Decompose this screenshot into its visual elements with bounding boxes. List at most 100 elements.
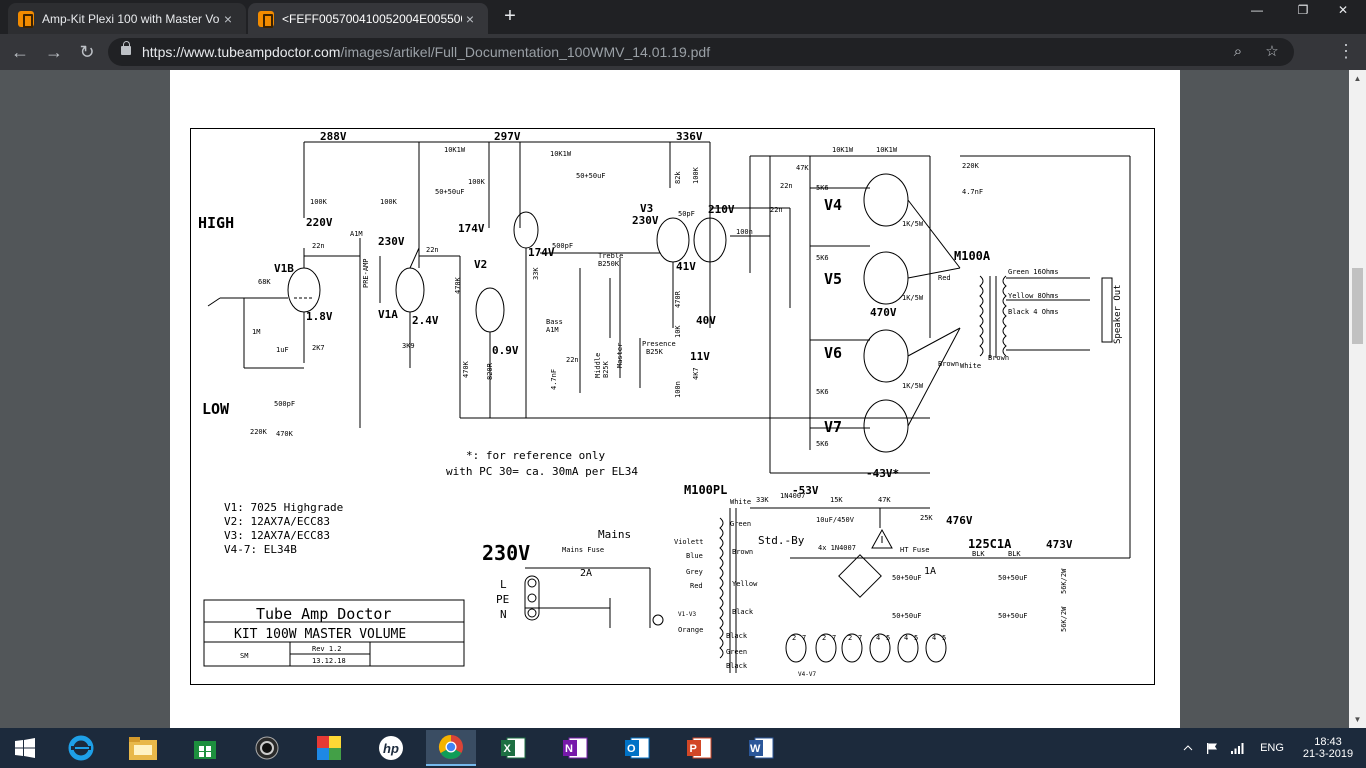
tube-list-v4-7: V4-7: EL34B [224,543,297,556]
scrollbar-thumb[interactable] [1352,268,1363,344]
taskbar-chrome[interactable] [426,730,476,766]
label-220v: 220V [306,216,333,229]
amp-schematic: 288V 297V 336V 220V 230V 174V 174V 230V … [190,128,1155,685]
label-297v: 297V [494,130,521,143]
network-bars-icon [1231,743,1244,754]
new-tab-button[interactable]: + [504,5,516,27]
scroll-up-icon[interactable]: ▲ [1353,74,1362,83]
r-5k6-d: 5K6 [816,440,829,448]
svg-text:hp: hp [383,741,399,756]
c-100n-a: 100n [674,381,682,398]
taskbar-powerpoint[interactable]: P [674,730,724,766]
svg-text:P: P [690,743,697,755]
taskbar-paint-app[interactable] [304,730,354,766]
c-1uf: 1uF [276,346,289,354]
pot-a1m: A1M [350,230,363,238]
signal-icon[interactable] [1226,728,1248,768]
back-button[interactable]: ← [11,42,29,62]
close-window-button[interactable]: ✕ [1337,3,1349,17]
wire-red: Red [690,582,703,590]
taskbar-excel[interactable]: X [488,730,538,766]
pdf-viewer: 288V 297V 336V 220V 230V 174V 174V 230V … [0,70,1366,728]
windows-logo-icon [15,738,35,758]
reload-button[interactable]: ↻ [79,42,95,62]
r-2k7: 2K7 [312,344,325,352]
label-v1b: V1B [274,262,294,275]
label-bass-a1m: A1M [546,326,559,334]
label-treble: Treble [598,252,623,260]
clock-time: 18:43 [1314,736,1342,748]
label-pre-amp: PRE-AMP [362,258,370,288]
wire-brown-sec: Brown [988,354,1009,362]
url-text[interactable]: https://www.tubeampdoctor.com/images/art… [142,44,711,60]
label-210v: 210V [708,203,735,216]
taskbar-store[interactable] [180,730,230,766]
clock[interactable]: 18:43 21-3-2019 [1296,728,1360,768]
taskbar-internet-explorer[interactable] [56,730,106,766]
pdf-page: 288V 297V 336V 220V 230V 174V 174V 230V … [170,70,1180,728]
label-11v: 11V [690,350,710,363]
powerpoint-icon: P [687,737,712,759]
action-center-flag-icon[interactable] [1202,728,1222,768]
c-50-50uf-f: 50+50uF [892,612,922,620]
wire-black-heater-b: Black [726,662,748,670]
c-22n-tone: 22n [566,356,579,364]
r-820r: 820R [486,362,494,380]
wire-white-pt: White [730,498,751,506]
label-master: Master [616,343,624,368]
svg-text:X: X [504,743,512,755]
scroll-down-icon[interactable]: ▼ [1353,715,1362,724]
c-50-50uf-e: 50+50uF [892,574,922,582]
r-100k-c: 100K [468,178,486,186]
wire-red-ot: Red [938,274,951,282]
tab-close-icon[interactable]: × [223,10,233,27]
r-10k1w-c: 10K1W [832,146,854,154]
wire-green-heater: Green [726,648,747,656]
r-33k: 33K [532,267,540,280]
tube-list-v2: V2: 12AX7A/ECC83 [224,515,330,528]
address-bar[interactable]: https://www.tubeampdoctor.com/images/art… [108,38,1294,66]
taskbar-webcam-app[interactable] [242,730,292,766]
r-1k5w-a: 1K/5W [902,220,924,228]
label-v5: V5 [824,270,842,288]
tab-pdf[interactable]: <FEFF005700410052004E0055005 × [248,3,488,34]
taskbar-word[interactable]: W [736,730,786,766]
taskbar-hp-app[interactable]: hp [366,730,416,766]
taskbar-file-explorer[interactable] [118,730,168,766]
pdf-scrollbar[interactable]: ▲ ▼ [1349,70,1366,728]
zoom-icon[interactable]: ⌕ [1233,43,1243,60]
tab-close-icon[interactable]: × [465,10,475,27]
r-5k6-c: 5K6 [816,388,829,396]
store-icon [194,741,216,759]
r-220k-low: 220K [250,428,268,436]
taskbar-onenote[interactable]: N [550,730,600,766]
label-m100pl: M100PL [684,483,727,497]
label-mains: Mains [598,528,631,541]
c-50-50uf-d: 50+50uF [998,612,1028,620]
browser-menu-button[interactable]: ⋮ [1337,41,1355,61]
language-indicator[interactable]: ENG [1260,742,1284,754]
label-presence: Presence [642,340,676,348]
r-10k1w-a: 10K1W [444,146,466,154]
c-50-50uf-a: 50+50uF [435,188,465,196]
tray-chevron-icon[interactable] [1180,728,1196,768]
label-174v: 174V [458,222,485,235]
wire-green-pt: Green [730,520,751,528]
c-500pf-low: 500pF [274,400,295,408]
forward-button[interactable]: → [45,42,63,62]
minimize-button[interactable]: — [1251,3,1263,17]
start-button[interactable] [0,730,50,766]
wire-black-pt: Black [732,608,754,616]
label-minus-53v: -53V [792,484,819,497]
bookmark-star-icon[interactable]: ☆ [1265,43,1279,60]
restore-button[interactable]: ❐ [1297,3,1309,17]
taskbar-outlook[interactable]: O [612,730,662,766]
svg-text:N: N [565,743,573,755]
label-v2: V2 [474,258,487,271]
tab-amp-kit[interactable]: Amp-Kit Plexi 100 with Master Vo × [8,3,246,34]
heater-pin-b6: 5 [942,634,946,642]
c-10uf: 10uF/450V [816,516,855,524]
tap-black-4: Black 4 Ohms [1008,308,1059,316]
r-56k-b: 56K/2W [1060,606,1068,632]
label-choke-blk-b: BLK [1008,550,1021,558]
